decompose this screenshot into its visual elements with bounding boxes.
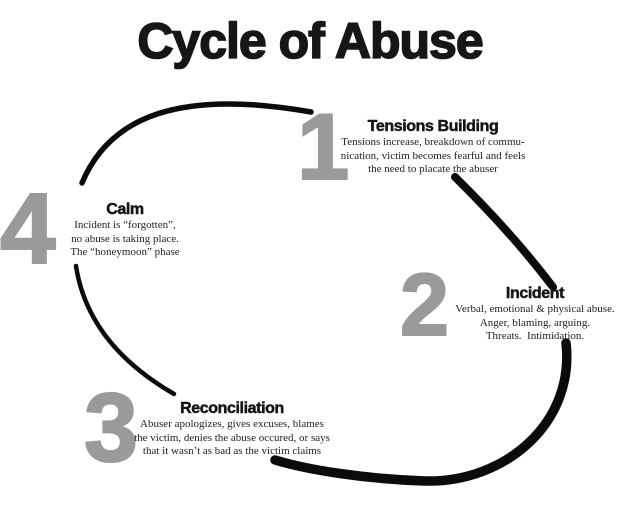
phase-2-description-line: Anger, blaming, arguing. [479, 316, 591, 329]
arc-reconciliation-to-calm-icon [73, 263, 177, 397]
phase-1-description-line: the need to placate the abuser [368, 163, 498, 175]
phase-4-text-block: Calm Incident is “forgotten”, no abuse i… [45, 200, 205, 260]
phase-3-description-line: Abuser apologizes, gives excuses, blames [140, 418, 324, 430]
phase-1-heading: Tensions Building [367, 118, 499, 136]
phase-2-text-block: Incident Verbal, emotional & physical ab… [430, 284, 620, 344]
phase-4-description-line: Incident is “forgotten”, [74, 219, 176, 231]
phase-4-description-line: no abuse is taking place. [71, 232, 179, 245]
phase-1-description-line: nication, victim becomes fearful and fee… [340, 149, 526, 162]
arc-calm-to-tensions-icon [79, 101, 314, 186]
phase-2-description-line: Threats. Intimidation. [485, 330, 585, 342]
phase-2-number: 2 [399, 255, 450, 354]
phase-3-number: 3 [83, 373, 139, 482]
phase-3-description-line: that it wasn’t as bad as the victim clai… [142, 445, 322, 457]
phase-3-description-line: the victim, denies the abuse occured, or… [134, 431, 330, 444]
arc-incident-to-reconciliation-icon [270, 338, 572, 486]
arc-tensions-to-incident-icon [451, 173, 557, 291]
phase-3-text-block: Reconciliation Abuser apologizes, gives … [117, 399, 347, 459]
phase-4-number: 4 [0, 173, 57, 285]
phase-1-number: 1 [296, 94, 350, 199]
phase-4-description-line: The “honeymoon” phase [70, 246, 180, 258]
phase-1-description-line: Tensions increase, breakdown of commu- [341, 136, 525, 148]
phase-1-text-block: Tensions Building Tensions increase, bre… [328, 117, 538, 177]
phase-2-description-line: Verbal, emotional & physical abuse. [455, 303, 615, 315]
diagram-title: Cycle of Abuse [137, 13, 485, 69]
phase-4-heading: Calm [106, 201, 144, 219]
phase-3-heading: Reconciliation [180, 400, 285, 418]
phase-2-heading: Incident [505, 285, 565, 303]
